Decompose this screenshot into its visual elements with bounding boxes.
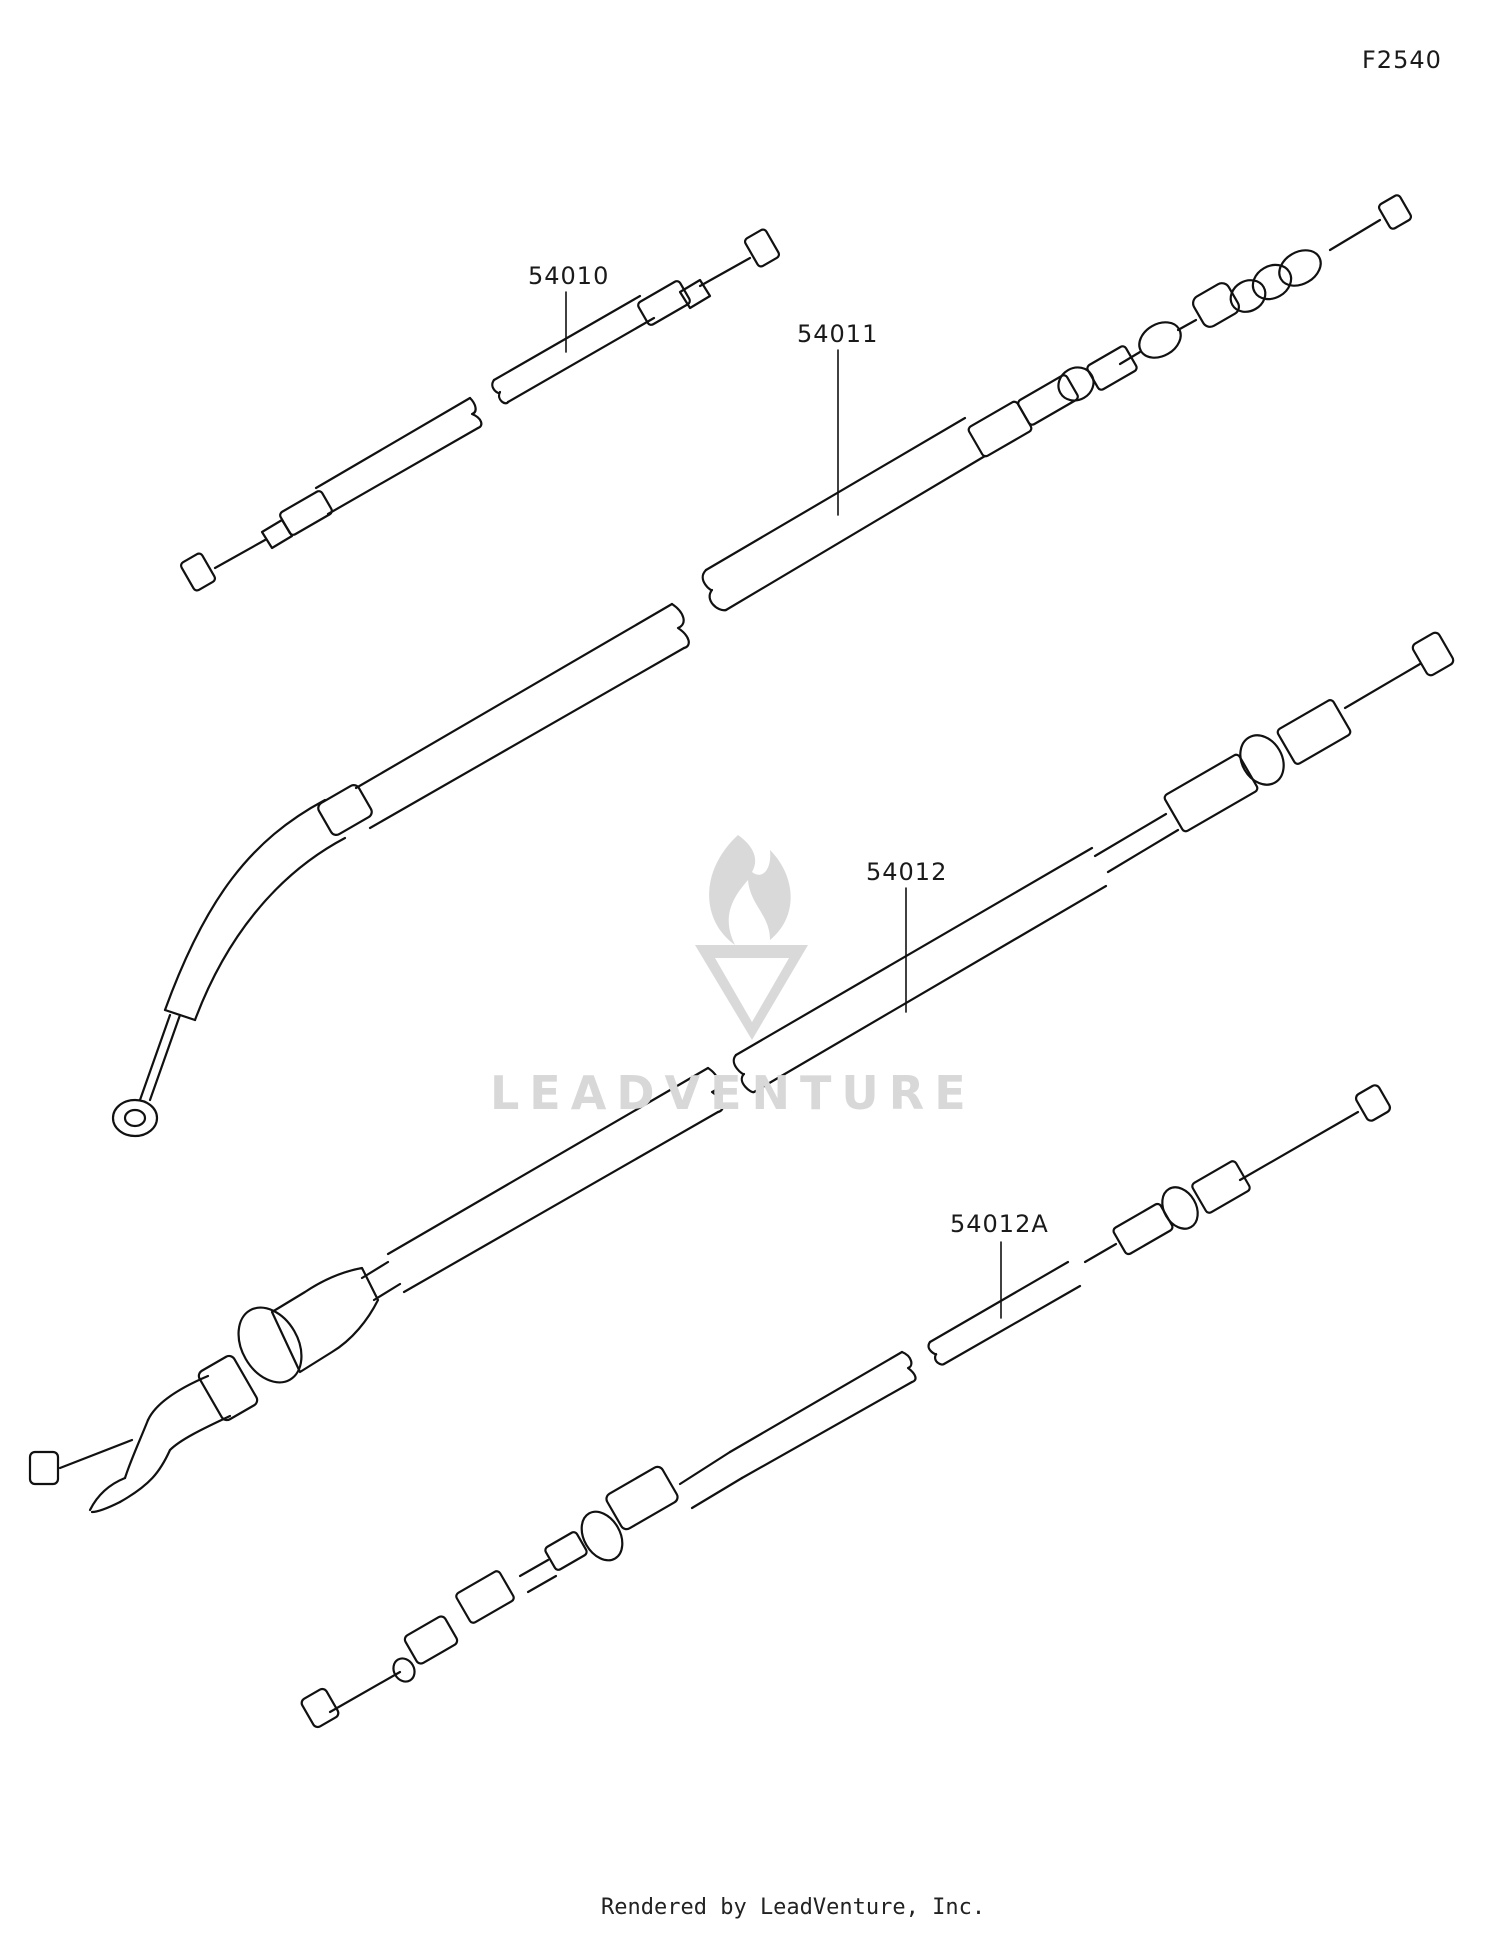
- part-number-54012[interactable]: 54012: [866, 858, 948, 886]
- cable-54012a[interactable]: [300, 1084, 1392, 1729]
- part-number-54012a[interactable]: 54012A: [950, 1210, 1049, 1238]
- watermark-text: LEADVENTURE: [490, 1066, 976, 1120]
- part-number-54011[interactable]: 54011: [797, 320, 879, 348]
- figure-code: F2540: [1362, 46, 1442, 74]
- cable-54011[interactable]: [111, 194, 1413, 1138]
- cable-54012[interactable]: [28, 631, 1455, 1514]
- leadventure-logo-watermark: [695, 835, 808, 1040]
- part-number-54010[interactable]: 54010: [528, 262, 610, 290]
- footer-credit: Rendered by LeadVenture, Inc.: [601, 1895, 986, 1920]
- cable-54010[interactable]: [179, 228, 781, 592]
